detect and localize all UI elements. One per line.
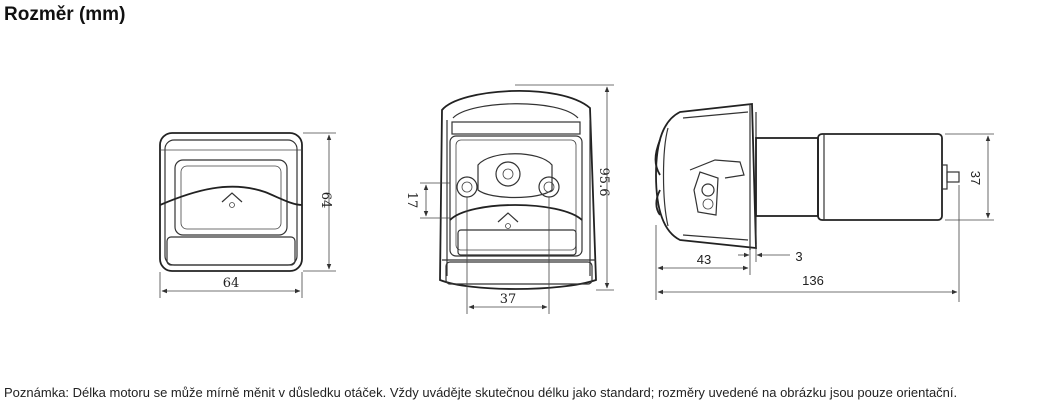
head-height-dimension: 95.6 xyxy=(515,84,614,291)
dim-roller-spacing: 37 xyxy=(500,292,517,307)
dim-head-depth: 43 xyxy=(697,252,711,267)
head-depth-dimension: 43 xyxy=(655,225,751,300)
dim-front-width: 64 xyxy=(223,276,240,291)
tube-gap-dimension: 17 xyxy=(404,182,450,219)
roller-spacing-dimension: 37 xyxy=(466,197,550,314)
dim-front-height: 64 xyxy=(318,192,333,209)
page-title: Rozměr (mm) xyxy=(4,4,126,25)
footnote: Poznámka: Délka motoru se může mírně měn… xyxy=(4,385,958,400)
dim-tube-gap: 17 xyxy=(404,192,419,209)
shaft-height-dimension: 37 xyxy=(945,133,994,221)
total-length-dimension: 136 xyxy=(657,185,960,302)
front-width-dimension: 64 xyxy=(159,272,303,298)
dim-head-height: 95.6 xyxy=(596,168,611,197)
dim-shaft-height: 37 xyxy=(968,171,983,185)
flange-dimension: 3 xyxy=(738,244,803,264)
front-height-dimension: 64 xyxy=(303,132,336,272)
front-view xyxy=(159,132,303,272)
dim-flange: 3 xyxy=(795,249,802,264)
dim-total-length: 136 xyxy=(802,273,824,288)
side-view xyxy=(654,102,960,250)
pump-head-view xyxy=(439,89,597,290)
